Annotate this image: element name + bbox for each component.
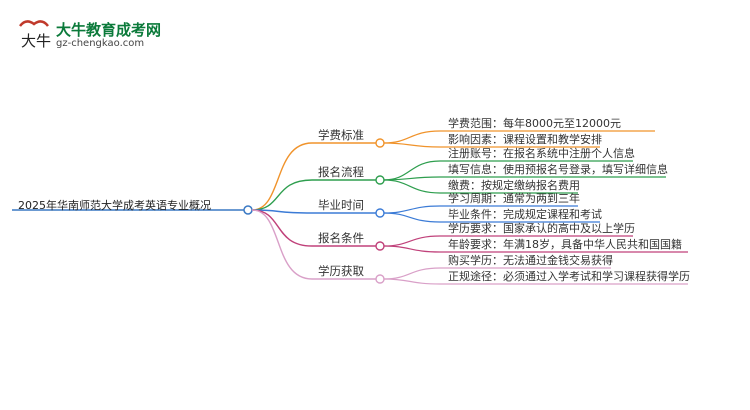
child-connector-conditions-0 (383, 235, 441, 247)
branch-label-graduation: 毕业时间 (318, 198, 364, 212)
branch-node-circle-tuition (375, 138, 385, 148)
leaf-label-registration-0: 注册账号：在报名系统中注册个人信息 (448, 147, 635, 160)
leaf-label-tuition-1: 影响因素：课程设置和教学安排 (448, 133, 602, 146)
site-logo: 大牛 大牛教育成考网 gz-chengkao.com (14, 14, 174, 54)
branch-node-circle-degree (375, 274, 385, 284)
root-node-circle (243, 205, 253, 215)
branch-node-circle-registration (375, 175, 385, 185)
child-connector-conditions-1 (383, 245, 441, 253)
branch-connector-conditions (251, 209, 313, 247)
branch-label-registration: 报名流程 (318, 165, 364, 179)
child-connector-degree-0 (383, 267, 441, 280)
child-connector-registration-1 (383, 176, 441, 181)
leaf-label-graduation-0: 学习周期：通常为两到三年 (448, 192, 580, 205)
leaf-label-registration-1: 填写信息：使用预报名号登录，填写详细信息 (448, 163, 668, 176)
child-connector-graduation-1 (383, 212, 441, 223)
child-connector-graduation-0 (383, 205, 441, 214)
leaf-label-conditions-0: 学历要求：国家承认的高中及以上学历 (448, 222, 635, 235)
leaf-label-degree-1: 正规途径：必须通过入学考试和学习课程获得学历 (448, 270, 690, 283)
child-connector-degree-1 (383, 278, 441, 285)
branch-connector-degree (251, 209, 313, 280)
leaf-label-registration-2: 缴费：按规定缴纳报名费用 (448, 179, 580, 192)
branch-label-conditions: 报名条件 (318, 231, 364, 245)
child-connector-tuition-1 (383, 142, 441, 148)
leaf-label-degree-0: 购买学历：无法通过金钱交易获得 (448, 254, 613, 267)
child-connector-registration-2 (383, 179, 441, 194)
branch-label-tuition: 学费标准 (318, 128, 364, 142)
branch-node-circle-graduation (375, 208, 385, 218)
root-label: 2025年华南师范大学成考英语专业概况 (18, 199, 211, 212)
branch-node-circle-conditions (375, 241, 385, 251)
branch-connector-registration (251, 179, 313, 211)
logo-mark-text: 大牛 (21, 32, 51, 50)
child-connector-tuition-0 (383, 130, 441, 144)
branch-connector-graduation (251, 209, 313, 214)
site-url: gz-chengkao.com (56, 38, 145, 49)
branch-label-degree: 学历获取 (318, 264, 364, 278)
leaf-label-graduation-1: 毕业条件：完成规定课程和考试 (448, 208, 602, 221)
leaf-label-conditions-1: 年龄要求：年满18岁，具备中华人民共和国国籍 (448, 238, 682, 251)
leaf-label-tuition-0: 学费范围：每年8000元至12000元 (448, 117, 621, 130)
branch-connector-tuition (251, 142, 313, 211)
bull-logo-icon: 大牛 (19, 20, 51, 50)
site-name: 大牛教育成考网 (56, 21, 162, 39)
